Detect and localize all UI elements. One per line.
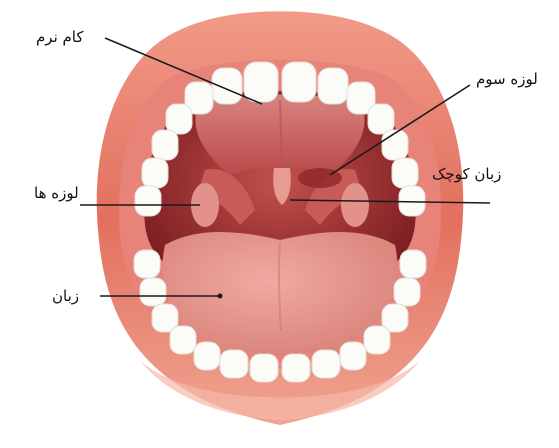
label-tonsils: لوزه ها <box>34 184 79 202</box>
right-tonsil <box>341 183 369 227</box>
label-third-tonsil: لوزه سوم <box>476 70 538 88</box>
leader-dot-tongue <box>218 294 223 299</box>
label-soft-palate: کام نرم <box>36 28 84 46</box>
label-tongue: زبان <box>52 287 79 305</box>
label-uvula: زبان کوچک <box>432 165 501 183</box>
